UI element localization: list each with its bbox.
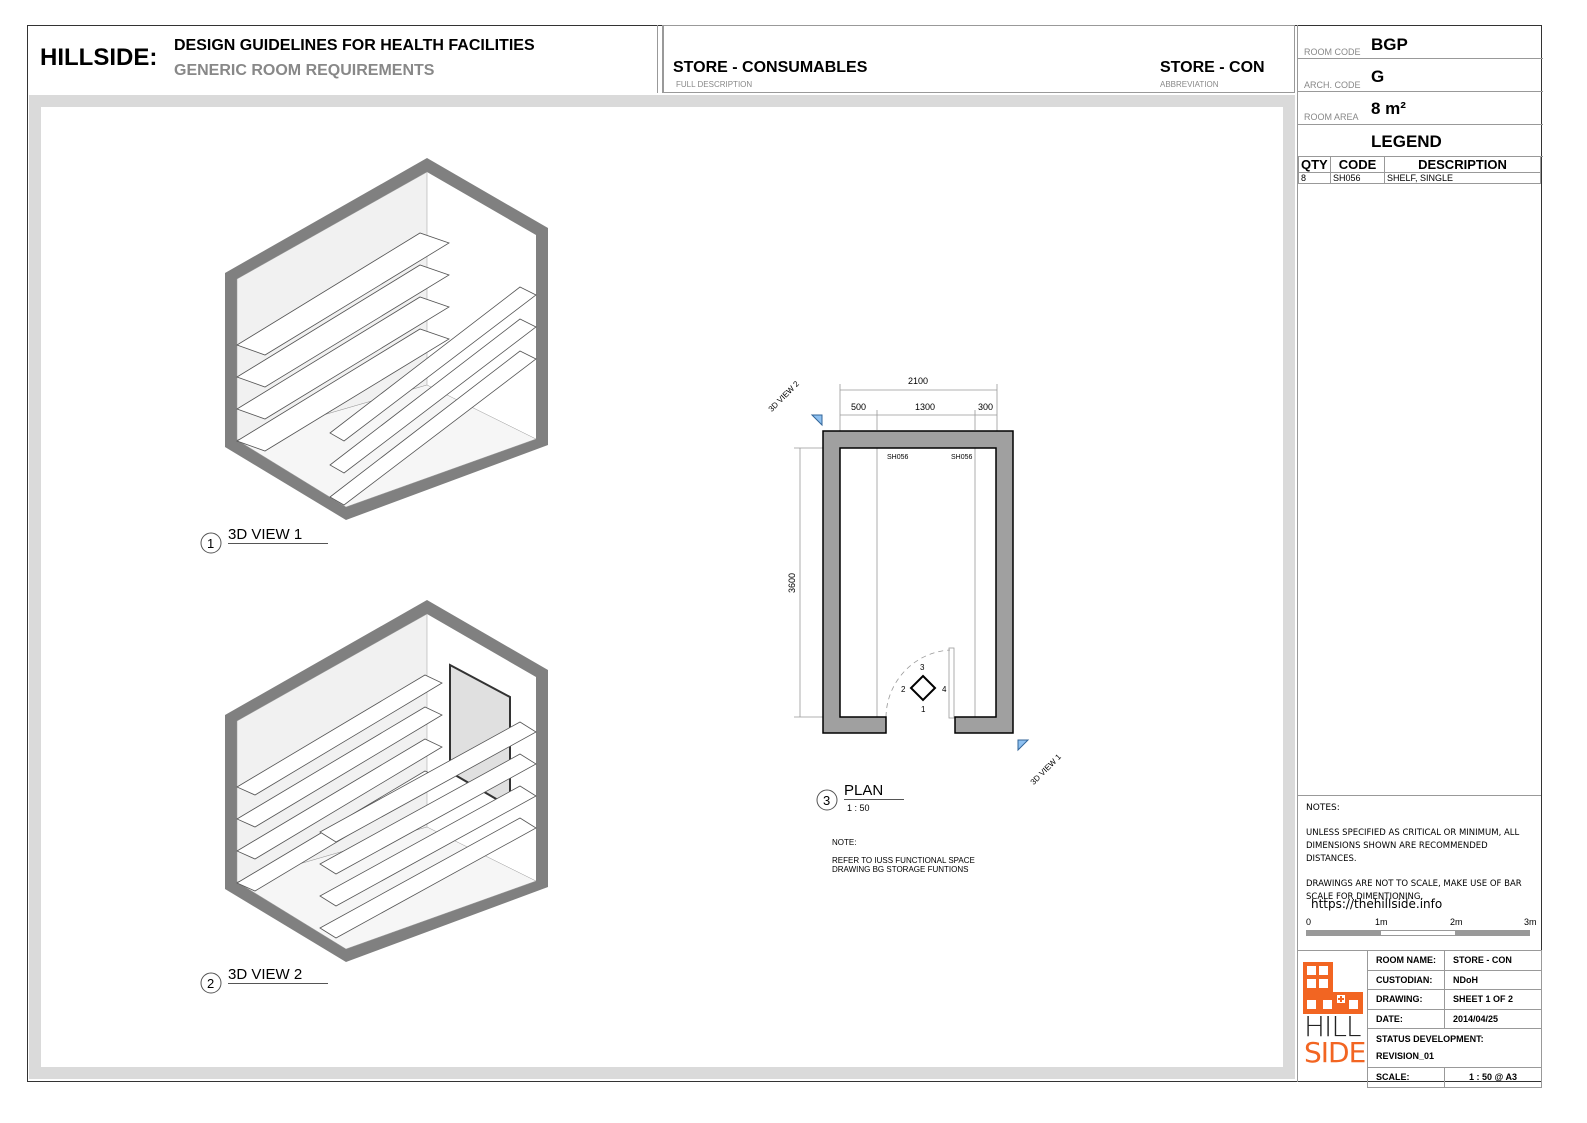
- note-line: UNLESS SPECIFIED AS CRITICAL OR MINIMUM,…: [1306, 828, 1520, 864]
- tb-row: CUSTODIAN:NDoH: [1367, 969, 1542, 990]
- status-value: REVISION_01: [1376, 1051, 1435, 1061]
- tb-label: ROOM NAME:: [1367, 950, 1445, 971]
- legend-col-qty: QTY: [1298, 156, 1331, 173]
- view-1-number: 1: [207, 536, 215, 551]
- dim-height: 3600: [787, 572, 798, 594]
- shelf-label: SH056: [951, 454, 973, 461]
- logo-text-bottom: SIDE: [1304, 1036, 1366, 1069]
- room-code-label: ROOM CODE: [1304, 47, 1361, 57]
- view-1-number-circle: [200, 532, 222, 554]
- dim-c: 300: [978, 402, 994, 412]
- plan-note-title: NOTE:: [832, 838, 857, 847]
- abbreviation-label: ABBREVIATION: [1160, 80, 1219, 89]
- legend-description: SHELF, SINGLE: [1384, 172, 1541, 184]
- dim-b: 1300: [915, 402, 936, 412]
- tb-label: DRAWING:: [1367, 989, 1445, 1010]
- drawing-area: [29, 95, 1295, 1079]
- view-2-title: 3D VIEW 2: [228, 966, 328, 984]
- legend-col-code: CODE: [1330, 156, 1385, 173]
- legend-code: SH056: [1330, 172, 1385, 184]
- plan-number: 3: [823, 793, 831, 808]
- legend-col-description: DESCRIPTION: [1384, 156, 1541, 173]
- website-link[interactable]: https://thehillside.info: [1311, 897, 1443, 911]
- compass-label: 3: [920, 663, 925, 672]
- full-description-label: FULL DESCRIPTION: [676, 80, 753, 89]
- tb-row: DATE:2014/04/25: [1367, 1008, 1542, 1029]
- title-block-table: ROOM NAME:STORE - CON CUSTODIAN:NDoH DRA…: [1367, 950, 1542, 1088]
- plan-scale: 1 : 50: [847, 803, 870, 813]
- dim-a: 500: [851, 402, 867, 412]
- brand-title: HILLSIDE:: [40, 44, 158, 71]
- notes-title: NOTES:: [1306, 803, 1340, 813]
- scale-tick: 2m: [1450, 917, 1463, 927]
- abbreviation: STORE - CON: [1160, 59, 1265, 76]
- compass-label: 4: [942, 685, 947, 694]
- tb-row: DRAWING:SHEET 1 OF 2: [1367, 989, 1542, 1010]
- room-area-label: ROOM AREA: [1304, 112, 1359, 122]
- view-1-title: 3D VIEW 1: [228, 526, 328, 544]
- tb-row: ROOM NAME:STORE - CON: [1367, 950, 1542, 971]
- tb-value: SHEET 1 OF 2: [1444, 989, 1542, 1010]
- tb-value: NDoH: [1444, 969, 1542, 990]
- room-area: 8 m²: [1371, 99, 1406, 118]
- logo-text-top: HILL: [1304, 1010, 1362, 1043]
- view-2-number: 2: [207, 976, 215, 991]
- arch-code: G: [1371, 67, 1385, 86]
- plan-note-line: DRAWING BG STORAGE FUNTIONS: [832, 865, 969, 874]
- plan-title: PLAN: [844, 782, 904, 800]
- scale-tick: 3m: [1524, 917, 1537, 927]
- full-description: STORE - CONSUMABLES: [673, 59, 868, 76]
- note-line: DRAWINGS ARE NOT TO SCALE, MAKE USE OF B…: [1306, 879, 1522, 902]
- dim-total: 2100: [908, 376, 929, 386]
- legend-qty: 8: [1298, 172, 1331, 184]
- divider: [657, 25, 663, 93]
- description-cell: [663, 25, 1295, 93]
- doc-subtitle: GENERIC ROOM REQUIREMENTS: [174, 62, 435, 79]
- plan-note-line: REFER TO IUSS FUNCTIONAL SPACE: [832, 856, 975, 865]
- legend-title: LEGEND: [1371, 132, 1442, 151]
- room-code: BGP: [1371, 35, 1408, 54]
- arch-code-label: ARCH. CODE: [1304, 80, 1361, 90]
- tb-value: 2014/04/25: [1444, 1008, 1542, 1029]
- scale-tick: 1m: [1375, 917, 1388, 927]
- scale-tick: 0: [1306, 917, 1312, 927]
- tb-label: CUSTODIAN:: [1367, 969, 1445, 990]
- hillside-logo-icon: [1303, 962, 1363, 1014]
- notes: NOTES: UNLESS SPECIFIED AS CRITICAL OR M…: [1306, 802, 1538, 904]
- view-2-number-circle: [200, 972, 222, 994]
- compass-label: 2: [901, 685, 906, 694]
- tb-label: DATE:: [1367, 1008, 1445, 1029]
- scale-label: SCALE:: [1367, 1067, 1445, 1088]
- 3d-view-1-drawing: [225, 158, 548, 520]
- shelf-label: SH056: [887, 454, 909, 461]
- plan-drawing: [794, 384, 1030, 752]
- plan-number-circle: [816, 789, 838, 811]
- 3d-view-2-drawing: [225, 600, 548, 962]
- tb-value: STORE - CON: [1444, 950, 1542, 971]
- status-label: STATUS DEVELOPMENT:: [1376, 1034, 1484, 1044]
- compass-label: 1: [921, 705, 926, 714]
- doc-title: DESIGN GUIDELINES FOR HEALTH FACILITIES: [174, 37, 535, 54]
- scale-value: 1 : 50 @ A3: [1444, 1067, 1542, 1088]
- bar-scale: [1306, 930, 1530, 936]
